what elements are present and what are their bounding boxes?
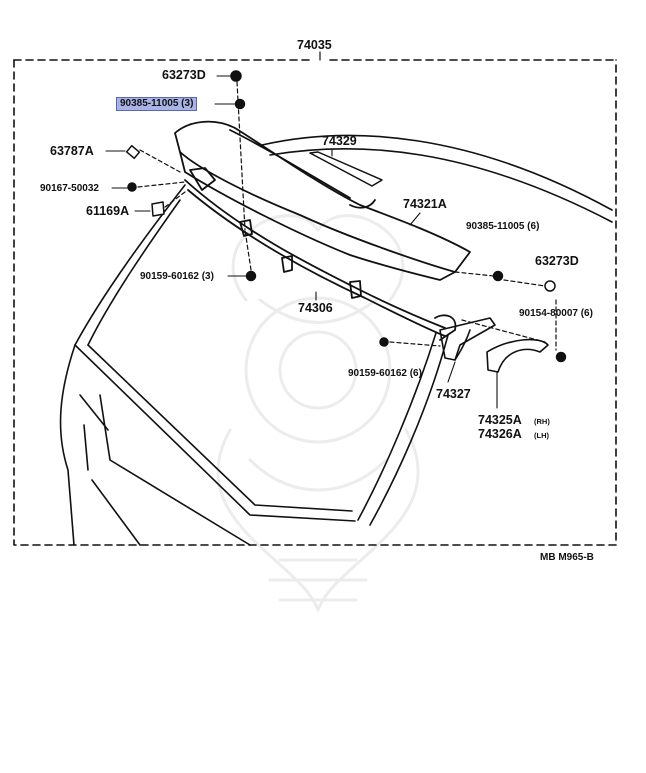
bolt-90159-bottom: [379, 337, 389, 347]
label-74325a: 74325A: [478, 413, 522, 427]
label-63273d-top: 63273D: [162, 68, 206, 82]
label-74329: 74329: [322, 134, 357, 148]
assembly-frame: [13, 59, 617, 546]
label-74035: 74035: [297, 38, 332, 52]
bolt-90159-left: [245, 270, 257, 282]
cap-63273d-right: [544, 280, 556, 292]
nut-90385-top: [234, 98, 246, 110]
label-90385-highlight[interactable]: 90385-11005 (3): [116, 97, 198, 111]
figure-code: MB M965-B: [540, 552, 594, 563]
leader-lines: [137, 81, 557, 351]
fasteners: [125, 70, 567, 363]
label-90385-right: 90385-11005 (6): [466, 221, 540, 232]
clip-63787a: [125, 144, 141, 160]
label-74306: 74306: [298, 301, 333, 315]
label-74325a-side: (RH): [534, 417, 550, 426]
label-90167: 90167-50032: [40, 183, 99, 194]
label-74326a-side: (LH): [534, 431, 549, 440]
clip-61169a: [151, 201, 165, 217]
label-90154: 90154-80007 (6): [519, 308, 593, 319]
label-90159-bottom: 90159-60162 (6): [348, 368, 422, 379]
label-63787a: 63787A: [50, 144, 94, 158]
base-74306: [184, 167, 457, 341]
label-74321a: 74321A: [403, 197, 447, 211]
plate-74325a-74326a: [486, 338, 549, 373]
label-90159-left: 90159-60162 (3): [140, 271, 214, 282]
label-74326a: 74326A: [478, 427, 522, 441]
screw-90167: [127, 182, 137, 192]
nut-90154: [555, 351, 567, 363]
spoiler-74321a: [174, 120, 471, 281]
label-74327: 74327: [436, 387, 471, 401]
watermark-seal: [216, 214, 420, 612]
stoplight-lens-74329: [309, 151, 383, 187]
bracket-74327: [439, 317, 496, 361]
cap-63273d-top: [230, 70, 242, 82]
nut-90385-right: [492, 270, 504, 282]
label-63273d-right: 63273D: [535, 254, 579, 268]
label-61169a: 61169A: [86, 204, 130, 218]
label-leaders: [105, 75, 498, 409]
